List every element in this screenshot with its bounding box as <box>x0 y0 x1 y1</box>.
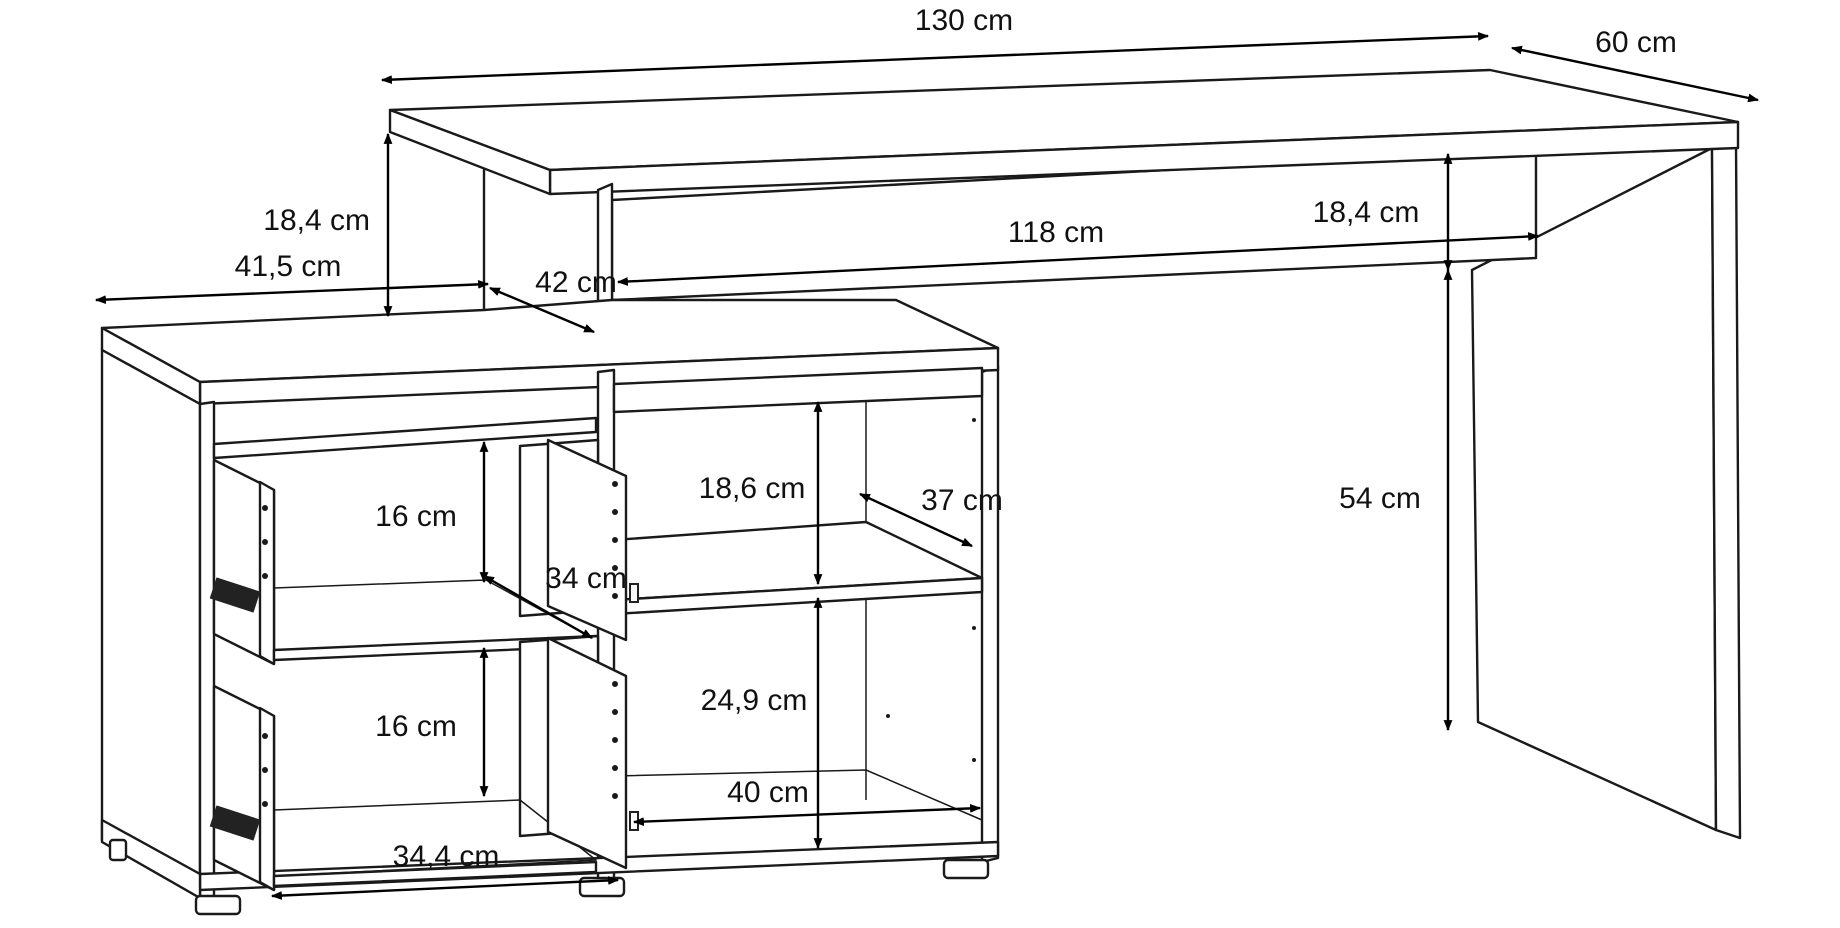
arrow-drawer2-width <box>270 876 620 900</box>
cabinet-foot <box>108 838 128 862</box>
cabinet-right-side <box>980 364 1000 864</box>
cabinet-foot <box>194 894 242 916</box>
desk <box>388 68 1742 840</box>
cabinet <box>100 298 1000 916</box>
label-shelf-depth: 37 cm <box>921 484 1003 517</box>
label-shelf-width: 40 cm <box>727 776 809 809</box>
label-shelf1-height: 18,6 cm <box>699 472 806 505</box>
arrow-inner-width <box>616 232 1540 286</box>
label-shelf2-height: 24,9 cm <box>701 684 808 717</box>
label-top-height-right: 18,4 cm <box>1313 196 1420 229</box>
drawer-rail-top <box>212 416 598 460</box>
arrow-cabinet-depth <box>488 286 596 334</box>
desk-top-left-edge <box>388 108 552 196</box>
cabinet-foot <box>942 858 990 880</box>
label-cabinet-depth: 42 cm <box>535 266 617 299</box>
label-top-height-left: 18,4 cm <box>263 204 370 237</box>
drawer-lower-right-side <box>546 636 628 870</box>
label-desk-depth: 60 cm <box>1595 26 1677 59</box>
drawer-upper-handle-icon <box>629 583 639 603</box>
dimension-arrows <box>94 31 1760 900</box>
arrow-shelf-width <box>632 804 982 826</box>
cabinet-left-side <box>100 348 202 900</box>
drawer-upper-front-edge <box>258 480 276 666</box>
shelf-pin-holes <box>886 418 976 762</box>
drawer-upper-slide-icon <box>209 577 261 613</box>
label-drawer2-height: 16 cm <box>375 710 457 743</box>
arrow-desk-width <box>380 31 1490 85</box>
label-inner-width: 118 cm <box>1008 216 1104 249</box>
arrow-drawer1-depth <box>483 574 593 640</box>
drawer-upper[interactable] <box>209 438 639 666</box>
compartment-floor-edge <box>613 769 983 821</box>
drawer-lower-slide-icon <box>209 805 261 841</box>
dimension-labels: 130 cm 60 cm 18,4 cm 41,5 cm 42 cm 118 c… <box>235 4 1677 873</box>
label-drawer2-width: 34,4 cm <box>393 840 500 873</box>
label-drawer1-height: 16 cm <box>375 500 457 533</box>
label-leg-height: 54 cm <box>1339 482 1421 515</box>
label-drawer1-depth: 34 cm <box>545 562 627 595</box>
arrow-desk-depth <box>1510 45 1760 103</box>
arrow-shelf-depth <box>859 492 973 548</box>
label-cabinet-width: 41,5 cm <box>235 250 342 283</box>
desk-right-leg-edge <box>1710 140 1742 840</box>
label-desk-width: 130 cm <box>915 4 1013 37</box>
cabinet-top-rail <box>612 366 984 414</box>
arrow-cabinet-width <box>94 280 490 304</box>
